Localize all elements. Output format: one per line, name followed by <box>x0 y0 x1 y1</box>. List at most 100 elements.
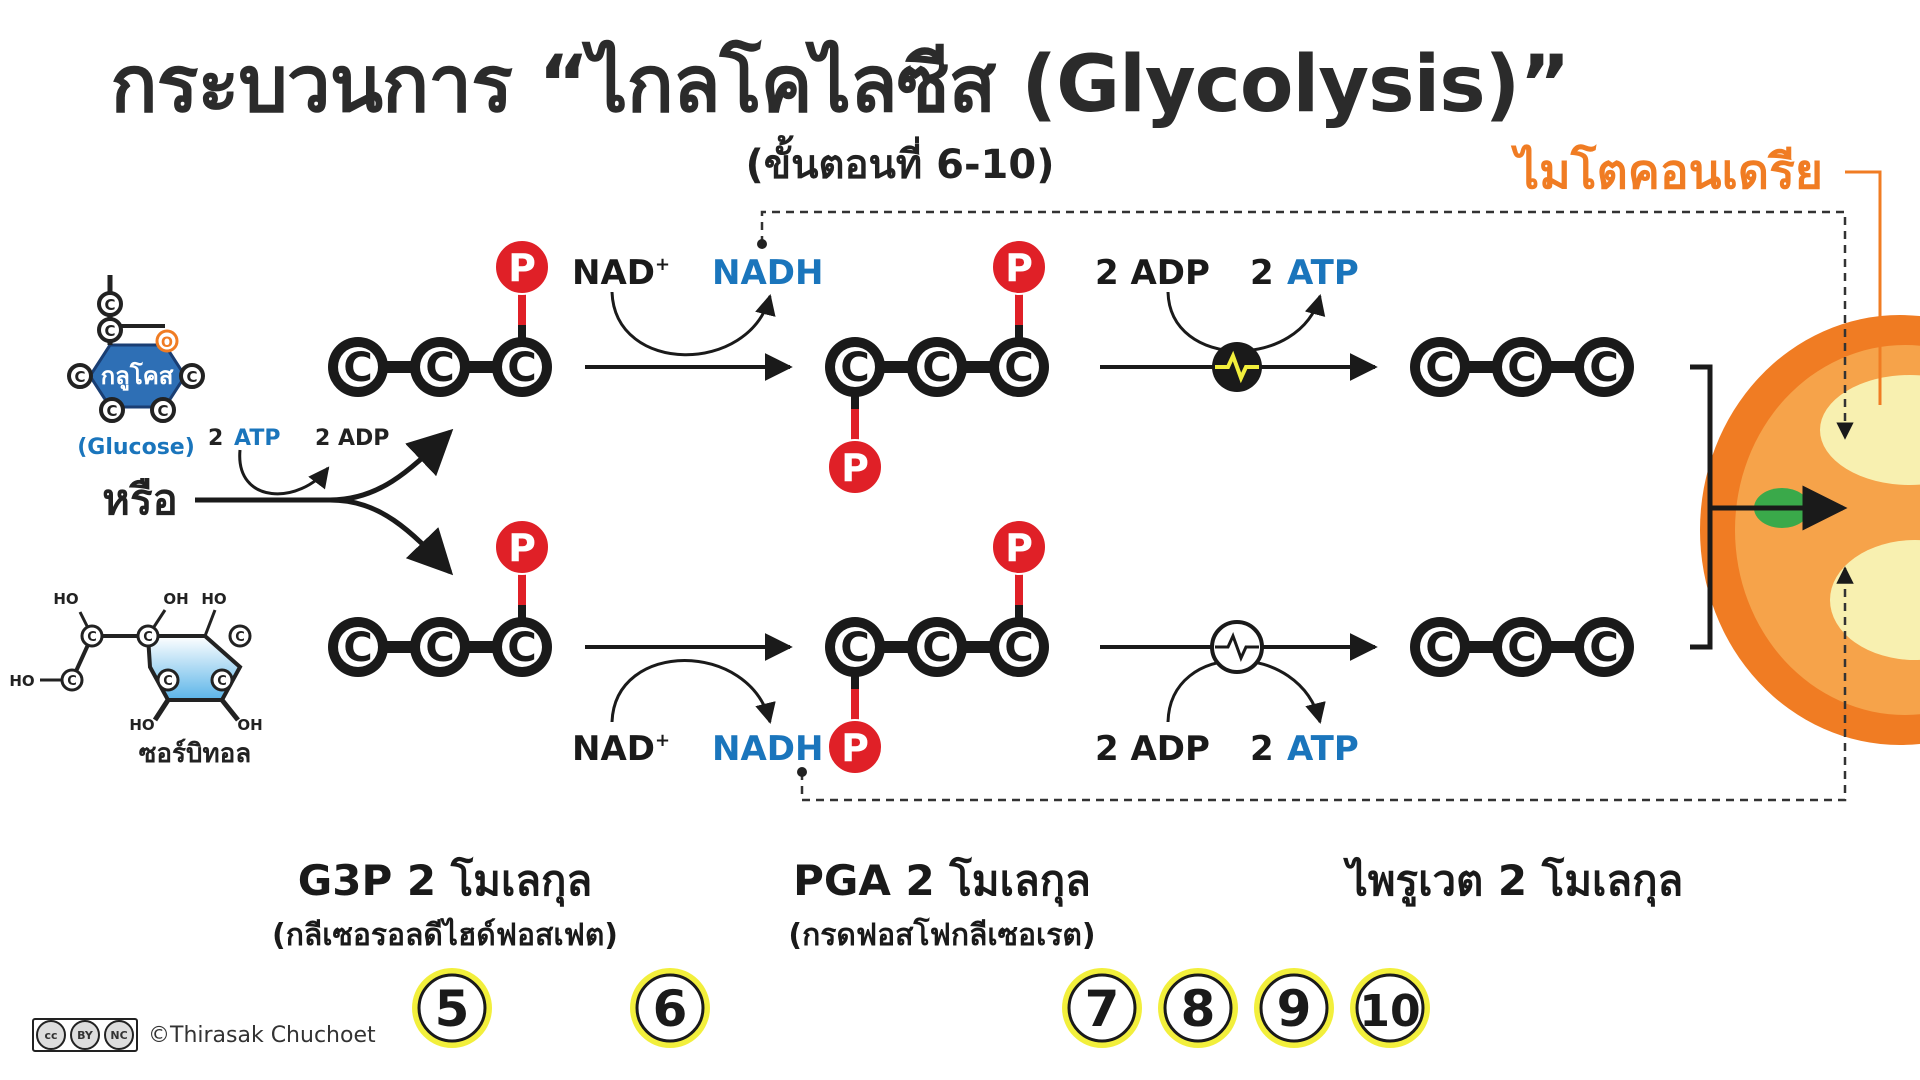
pga-molecule-bottom-carbon-3: C <box>989 617 1049 677</box>
svg-text:P: P <box>841 446 869 490</box>
sorbitol-ho-2: HO <box>201 590 226 608</box>
nad-bottom-label: NAD+ <box>572 729 670 769</box>
stage-pga-name: PGA 2 โมเลกุล <box>793 856 1091 907</box>
nc-icon: NC <box>104 1020 134 1050</box>
cc-license-badge[interactable]: cc BY NC <box>32 1018 138 1052</box>
pga-molecule-top-phosphate-bottom: P <box>827 439 883 495</box>
sorbitol-oh-1: OH <box>163 590 188 608</box>
svg-text:C: C <box>507 345 536 391</box>
atp-bottom-label: ATP <box>1287 729 1359 769</box>
step-number-10: 10 <box>1350 968 1430 1048</box>
svg-text:C: C <box>1004 345 1033 391</box>
svg-text:P: P <box>1005 526 1033 570</box>
pga-molecule-bottom-phosphate-top: P <box>991 519 1047 575</box>
svg-text:C: C <box>186 368 197 386</box>
stage-g3p-name: G3P 2 โมเลกุล <box>298 856 592 907</box>
copyright-block: cc BY NC ©Thirasak Chuchoet <box>32 1018 376 1052</box>
mitochondria <box>1700 315 1920 745</box>
adp-top-label: 2 ADP <box>1095 253 1210 293</box>
glucose-molecule: C C O C C C C กลูโคส <box>67 275 205 423</box>
pga-molecule-top-carbon-1: C <box>825 337 885 397</box>
split-atp-label: ATP <box>234 426 280 451</box>
svg-text:C: C <box>104 322 115 340</box>
svg-text:O: O <box>161 335 173 351</box>
svg-text:C: C <box>840 625 869 671</box>
sorbitol-ho-left: HO <box>9 672 34 690</box>
pga-molecule-bottom-carbon-1: C <box>825 617 885 677</box>
by-icon: BY <box>70 1020 100 1050</box>
pga-molecule-top-carbon-2: C <box>907 337 967 397</box>
glucose-label: กลูโคส <box>101 361 174 391</box>
svg-text:C: C <box>1004 625 1033 671</box>
svg-text:C: C <box>1589 345 1618 391</box>
svg-text:P: P <box>508 246 536 290</box>
glucose-atom-c6: C <box>150 397 176 423</box>
pyruvate-molecule-bottom-carbon-3: C <box>1574 617 1634 677</box>
svg-text:C: C <box>922 345 951 391</box>
g3p-molecule-bottom-phosphate-top: P <box>494 519 550 575</box>
g3p-molecule-bottom: C C C P <box>328 519 552 677</box>
atp-bottom-count: 2 <box>1250 729 1274 769</box>
nadh-top-label: NADH <box>712 253 823 293</box>
step-number-7: 7 <box>1062 968 1142 1048</box>
nad-top-label: NAD+ <box>572 253 670 293</box>
g3p-molecule-top-phosphate-top: P <box>494 239 550 295</box>
svg-text:P: P <box>841 726 869 770</box>
mitochondria-label: ไมโตคอนเดรีย <box>1510 143 1823 200</box>
pyruvate-molecule-bottom-carbon-1: C <box>1410 617 1470 677</box>
svg-text:C: C <box>163 674 173 689</box>
nad-curve-bottom <box>610 659 776 725</box>
glucose-atom-c5: C <box>99 397 125 423</box>
glucose-atom-o: O <box>155 329 179 353</box>
pyruvate-molecule-bottom-carbon-2: C <box>1492 617 1552 677</box>
svg-text:C: C <box>106 402 117 420</box>
step-number-label: 10 <box>1359 986 1420 1037</box>
nadh-bottom-label: NADH <box>712 729 823 769</box>
svg-text:C: C <box>217 674 227 689</box>
svg-text:C: C <box>104 296 115 314</box>
pga-molecule-bottom-carbon-2: C <box>907 617 967 677</box>
svg-text:C: C <box>507 625 536 671</box>
g3p-molecule-top-carbon-3: C <box>492 337 552 397</box>
page-subtitle: (ขั้นตอนที่ 6-10) <box>745 142 1055 188</box>
step-number-6: 6 <box>630 968 710 1048</box>
glucose-atom-c3: C <box>67 363 93 389</box>
split-atp-curve <box>238 449 330 496</box>
stage-pyruvate-name: ไพรูเวต 2 โมเลกุล <box>1343 856 1684 907</box>
svg-text:C: C <box>1425 625 1454 671</box>
credit-text: ©Thirasak Chuchoet <box>148 1022 376 1048</box>
pga-molecule-bottom-phosphate-bottom: P <box>827 719 883 775</box>
cc-icon: cc <box>36 1020 66 1050</box>
split-atp-count: 2 <box>208 426 223 451</box>
nadh-dashed-path-bottom <box>800 566 1854 802</box>
sorbitol-ho-bottom: HO <box>129 716 154 734</box>
svg-text:C: C <box>67 674 77 689</box>
g3p-molecule-top-carbon-2: C <box>410 337 470 397</box>
nadh-dashed-path-top <box>760 210 1854 440</box>
atp-top-count: 2 <box>1250 253 1274 293</box>
svg-text:P: P <box>508 526 536 570</box>
svg-text:C: C <box>343 625 372 671</box>
sorbitol-molecule: C C C C C C HO OH HO HO HO OH <box>9 590 262 734</box>
g3p-molecule-bottom-carbon-2: C <box>410 617 470 677</box>
svg-text:C: C <box>425 625 454 671</box>
stage-g3p-detail: (กลีเซอรอลดีไฮด์ฟอสเฟต) <box>272 917 618 953</box>
svg-text:P: P <box>1005 246 1033 290</box>
glucose-atom-c2: C <box>97 317 123 343</box>
page-title: กระบวนการ “ไกลโคไลซีส (Glycolysis)” <box>110 40 1570 130</box>
svg-text:C: C <box>425 345 454 391</box>
sorbitol-ho-top: HO <box>53 590 78 608</box>
g3p-molecule-bottom-carbon-1: C <box>328 617 388 677</box>
step-number-label: 9 <box>1277 980 1312 1038</box>
svg-text:C: C <box>840 345 869 391</box>
svg-text:C: C <box>235 630 245 645</box>
step-number-9: 9 <box>1254 968 1334 1048</box>
glucose-atom-c1: C <box>97 291 123 317</box>
step-number-8: 8 <box>1158 968 1238 1048</box>
svg-text:C: C <box>1425 345 1454 391</box>
sorbitol-oh-bottom: OH <box>237 716 262 734</box>
split-arrow-bottom <box>329 497 454 576</box>
